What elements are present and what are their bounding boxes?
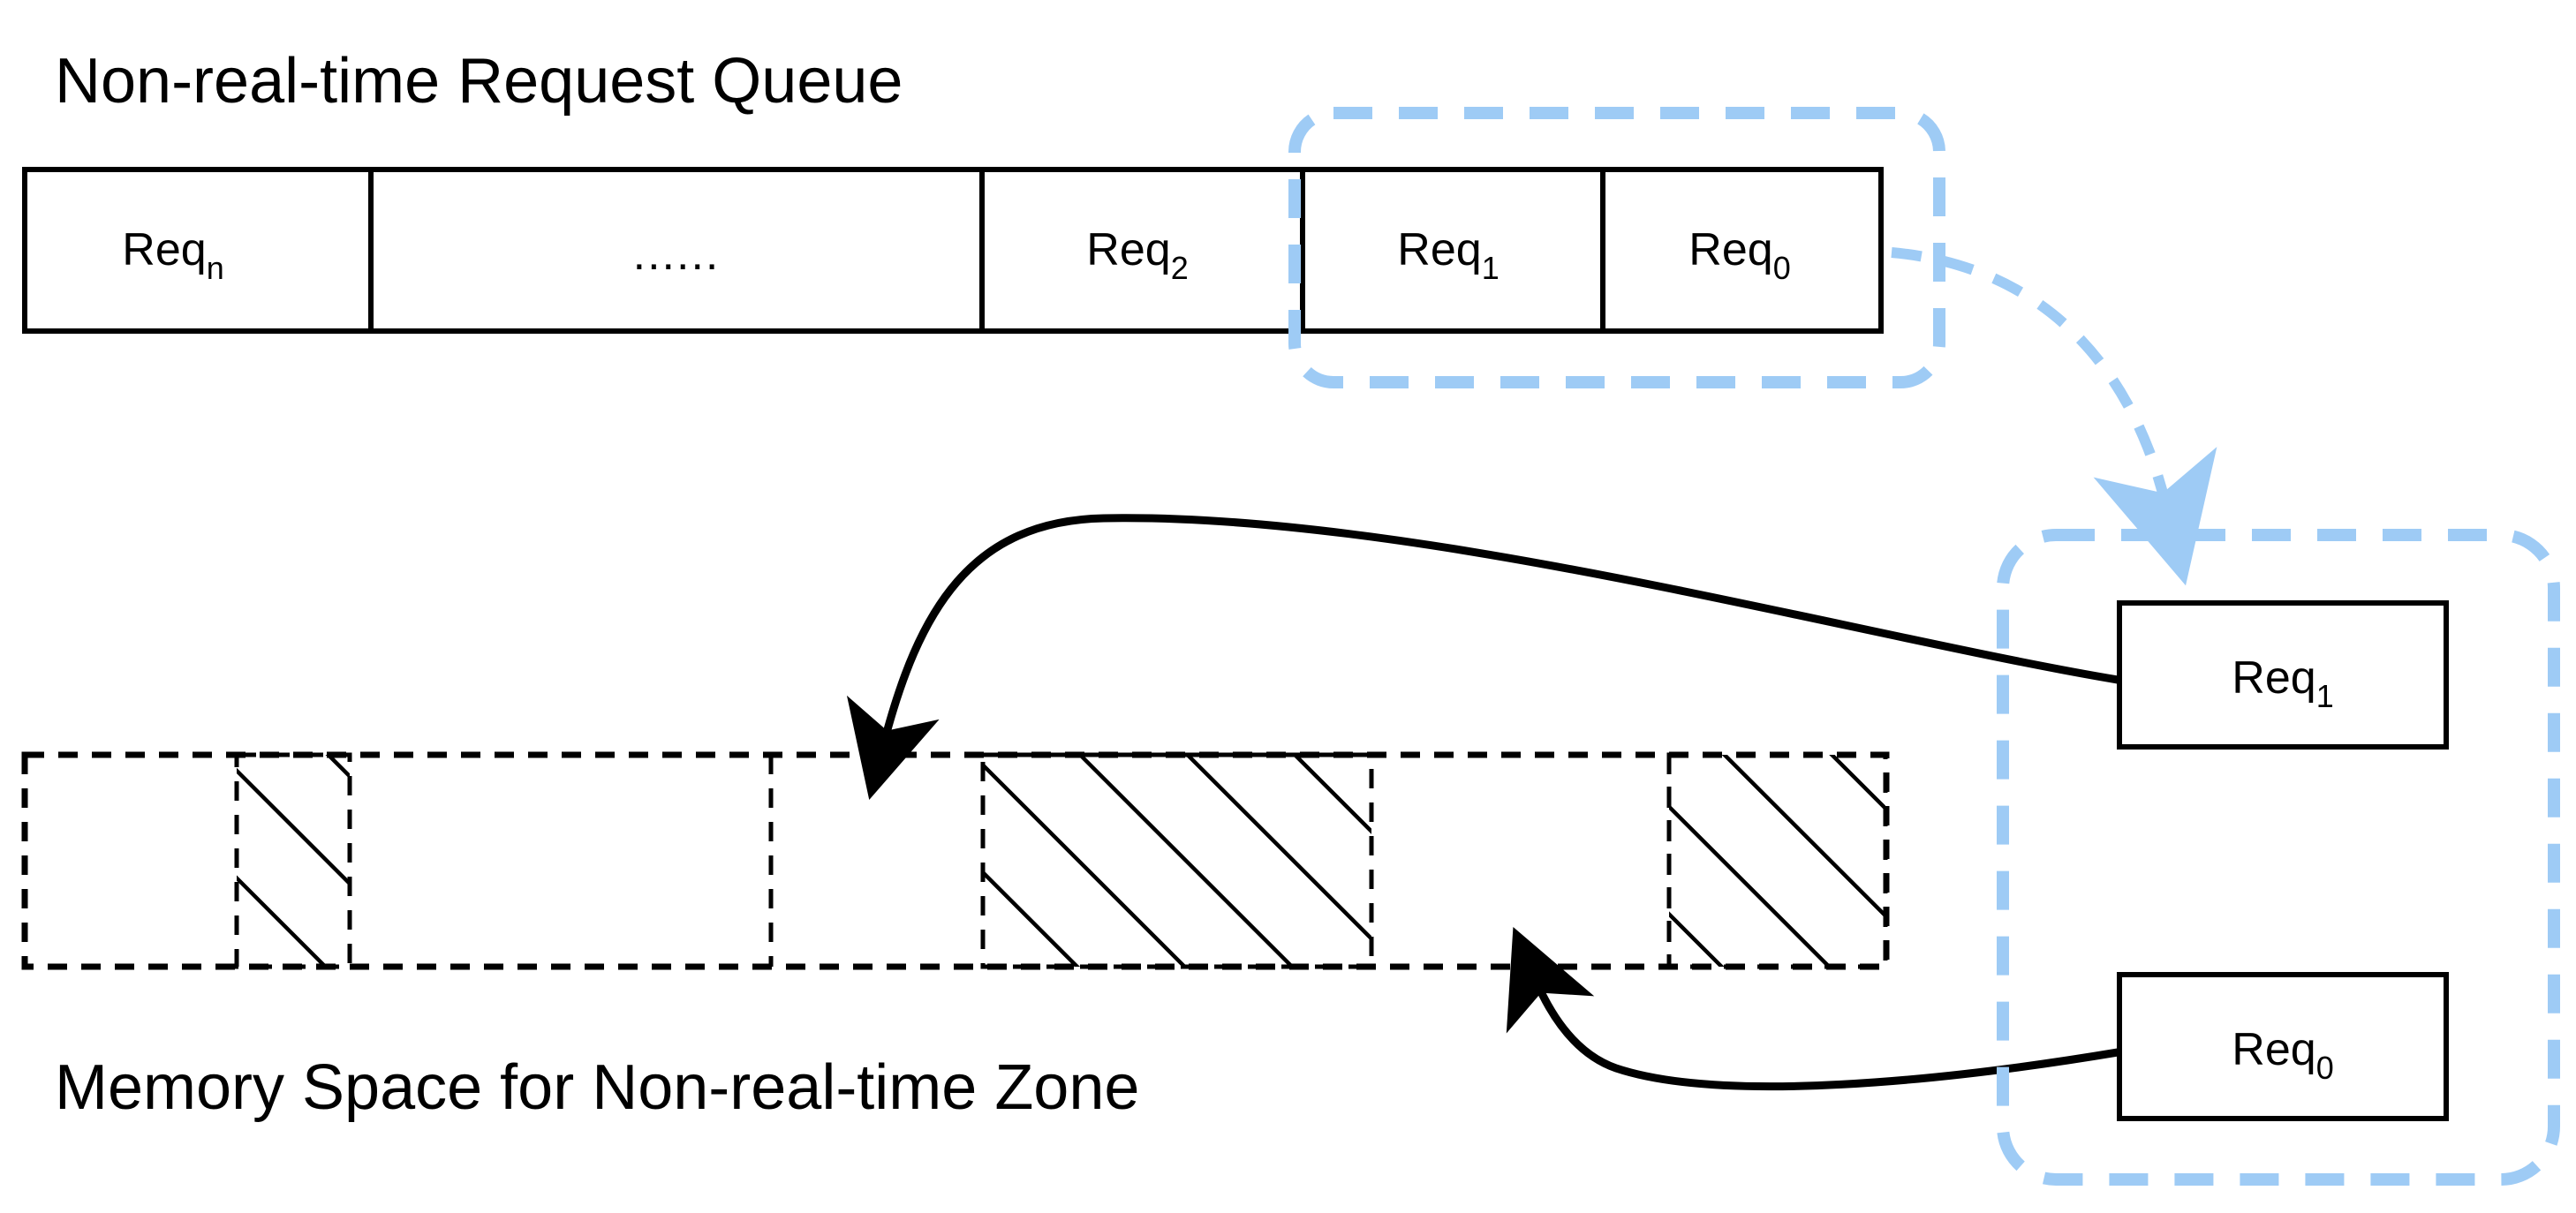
dispatch-box-req-1-base: Req [2232, 652, 2315, 704]
svg-text:Req1: Req1 [2232, 652, 2333, 714]
queue-cell-req-2-sub: 2 [1171, 250, 1189, 286]
queue-cell-req-2[interactable]: Req2 [1086, 224, 1188, 286]
svg-text:Reqn: Reqn [122, 224, 223, 286]
queue-cell-req-2-base: Req [1086, 224, 1170, 275]
req1-to-memory-arrow [846, 514, 2119, 800]
queue-cell-req-1-base: Req [1397, 224, 1481, 275]
queue-cell-ellipsis: ...... [633, 229, 721, 280]
queue-cell-req-0-sub: 0 [1773, 250, 1791, 286]
queue-cell-req-n-base: Req [122, 224, 206, 275]
memory-block-allocated-3 [1666, 752, 1888, 969]
dispatch-box-req-1-rect[interactable] [2117, 600, 2449, 750]
memory-outline [21, 751, 1890, 970]
queue-title: Non-real-time Request Queue [55, 46, 903, 117]
memory-title: Memory Space for Non-real-time Zone [55, 1052, 1139, 1123]
queue-outline [22, 167, 1884, 334]
svg-text:Req2: Req2 [1086, 224, 1188, 286]
queue-to-dispatch-arrow [1891, 247, 2217, 586]
queue-cell-req-n[interactable]: Reqn [122, 224, 223, 286]
svg-text:Req1: Req1 [1397, 224, 1499, 286]
memory-space-strip [21, 751, 1890, 970]
queue-highlight-box [1288, 107, 1945, 388]
queue-cell-req-1-sub: 1 [1482, 250, 1500, 286]
dispatch-box-req-0-base: Req [2232, 1024, 2315, 1075]
queue-cell-req-1[interactable]: Req1 [1397, 224, 1499, 286]
dispatch-highlight-box [1997, 529, 2560, 1186]
dispatch-box-req-0-rect[interactable] [2117, 972, 2449, 1121]
svg-text:Req0: Req0 [2232, 1024, 2333, 1086]
dispatch-box-req-1-sub: 1 [2316, 678, 2334, 714]
queue-cell-req-0-base: Req [1688, 224, 1772, 275]
memory-block-allocated-2 [980, 752, 1374, 969]
svg-text:Req0: Req0 [1688, 224, 1790, 286]
queue-cell-req-n-sub: n [207, 250, 224, 286]
dispatch-box-req-0[interactable]: Req0 [2117, 972, 2449, 1121]
queue-cell-req-0[interactable]: Req0 [1688, 224, 1790, 286]
dispatch-box-req-1[interactable]: Req1 [2117, 600, 2449, 750]
memory-block-allocated-1 [234, 752, 352, 969]
req0-to-memory-arrow [1506, 926, 2119, 1091]
dispatch-box-req-0-sub: 0 [2316, 1050, 2334, 1086]
request-queue-strip: Reqn ...... Req2 Req1 Req0 [22, 167, 1884, 334]
